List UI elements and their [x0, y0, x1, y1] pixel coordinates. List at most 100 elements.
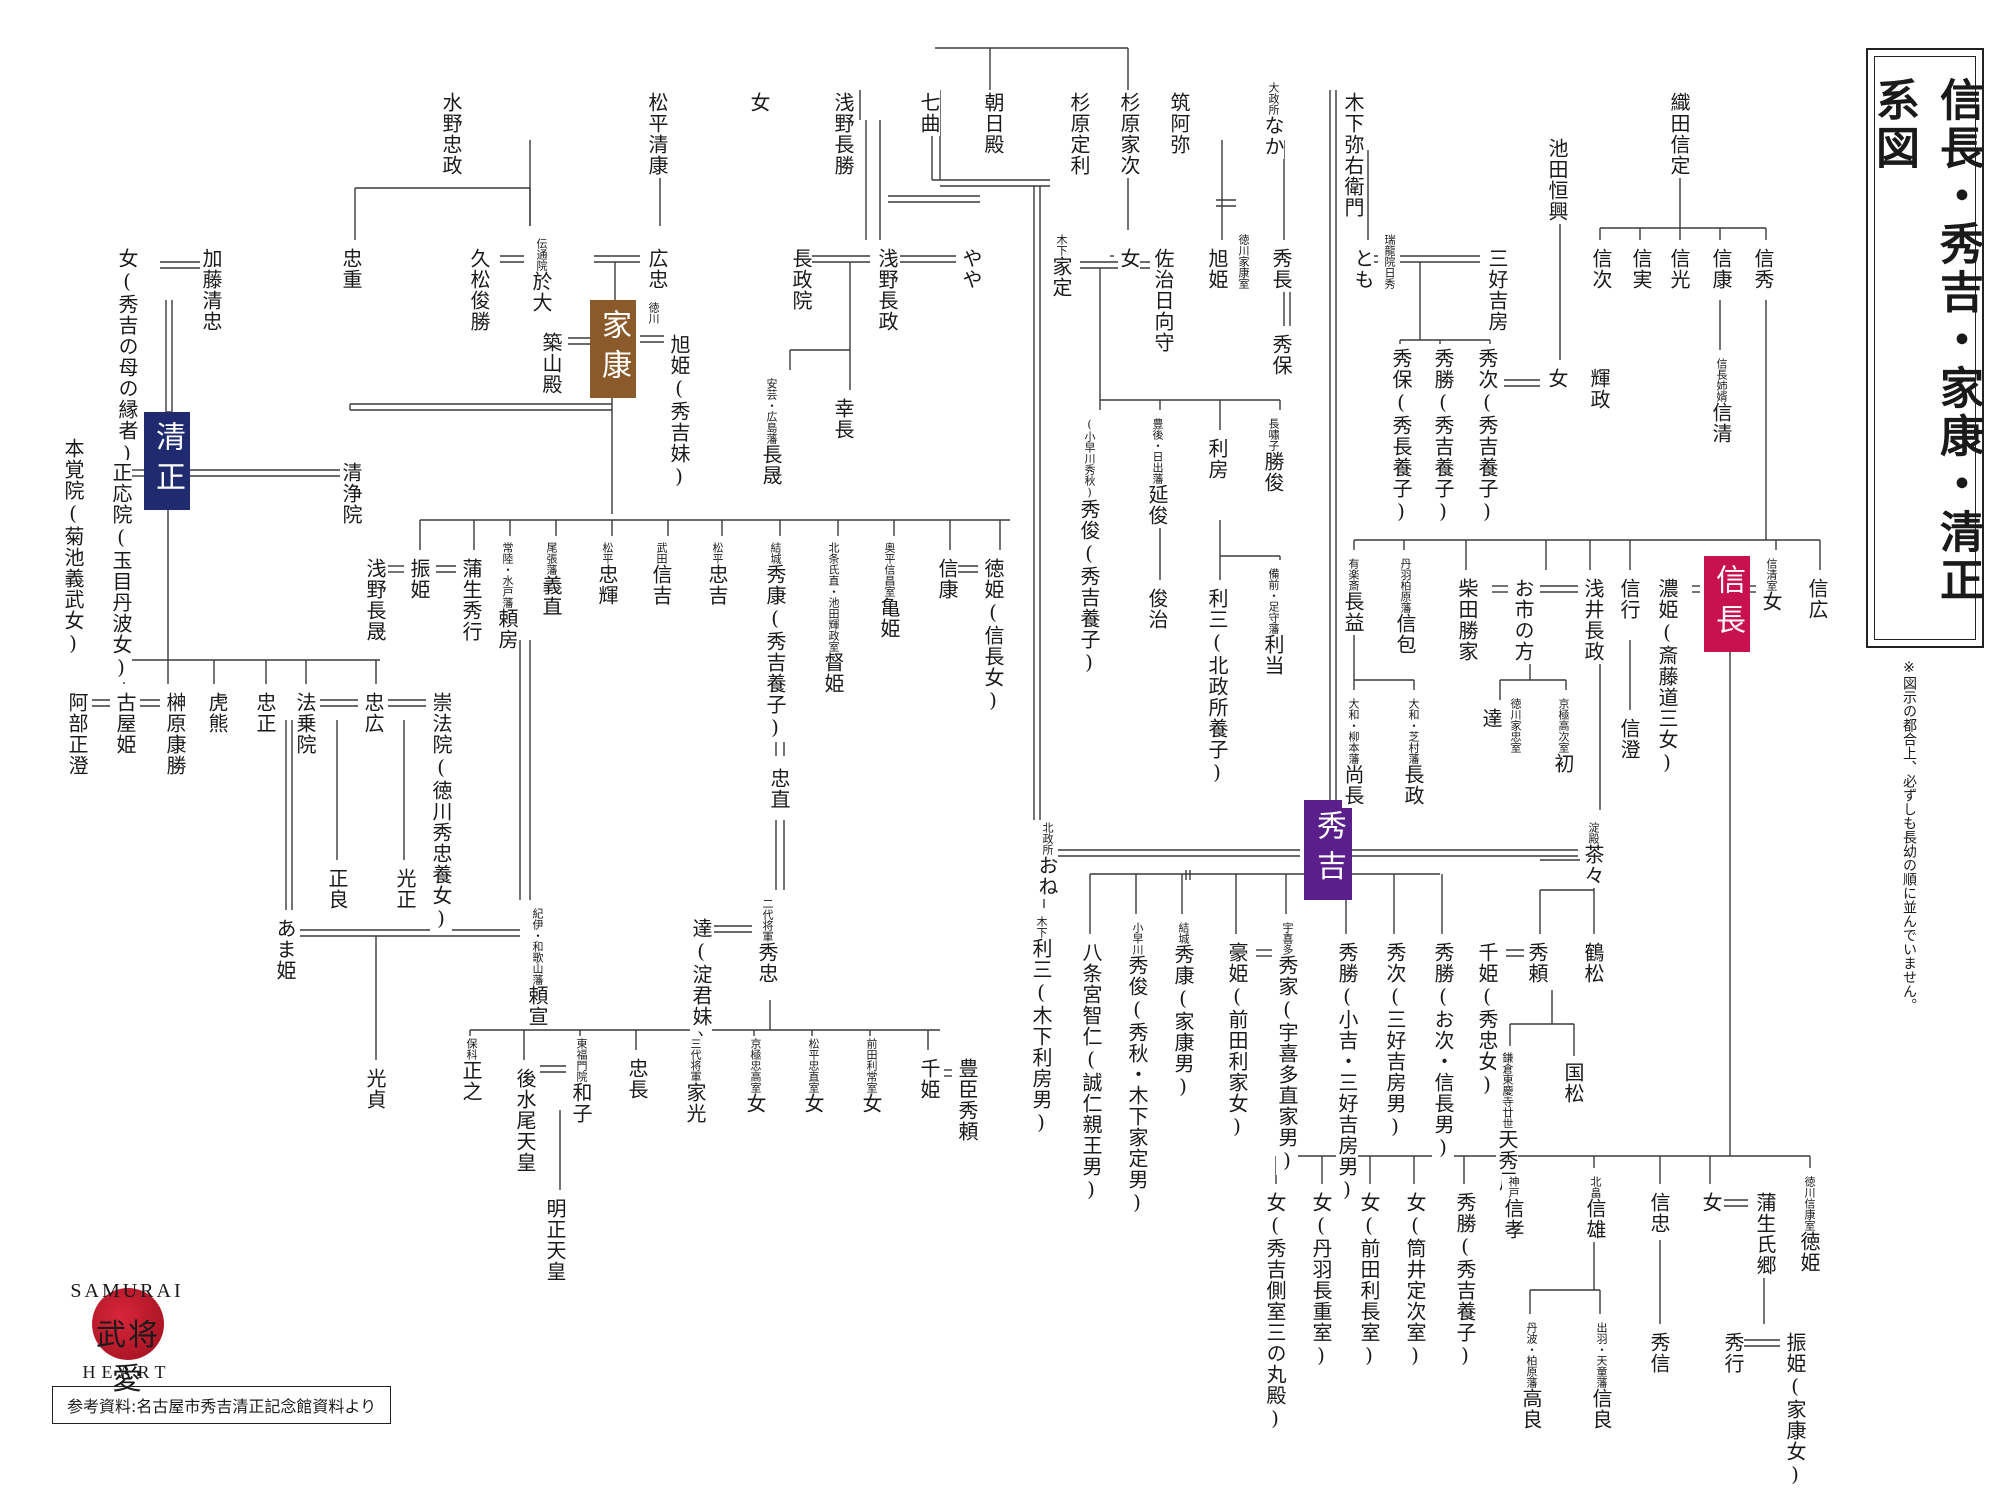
node-name: 亀姫: [877, 597, 901, 639]
node-name: 鶴松: [1581, 942, 1605, 984]
node-nobuyoshi: 武田信吉: [649, 540, 673, 608]
node-name: 秀行: [1721, 1332, 1745, 1374]
node-nobuyuki: 信行: [1617, 576, 1641, 622]
node-caption: 木下: [1035, 916, 1048, 938]
node-sakakibara: 榊原康勝: [163, 690, 187, 778]
node-name: 秀勝(お次・信長男): [1431, 942, 1455, 1160]
node-senhime: 千姫: [917, 1056, 941, 1102]
node-hidekatsu-miyoshi: 秀勝(秀吉養子): [1431, 346, 1455, 526]
node-name: 旭姫(秀吉妹): [667, 334, 691, 489]
node-hidenaga: 秀長: [1269, 246, 1293, 292]
node-name: 浅井長政: [1581, 578, 1605, 662]
node-name: 信康: [1709, 248, 1733, 290]
node-meisho: 明正天皇: [543, 1196, 567, 1284]
node-nobukane: 丹羽柏原藩信包: [1393, 556, 1417, 657]
node-name: 正良: [325, 868, 349, 910]
node-name: 信孝: [1501, 1198, 1525, 1240]
node-name: 利当: [1261, 634, 1285, 676]
node-name: 信清: [1709, 402, 1733, 444]
node-caption: 丹羽柏原藩: [1399, 558, 1412, 613]
node-name: 徳姫: [1797, 1231, 1821, 1273]
node-name: 長晟: [759, 444, 783, 486]
node-caption: 奥平信昌室: [883, 542, 896, 597]
node-name: 利三(北政所養子): [1205, 588, 1229, 785]
node-oichi: お市の方: [1511, 576, 1535, 664]
node-name: 杉原定利: [1067, 92, 1091, 176]
node-nobutada: 信忠: [1647, 1190, 1671, 1236]
node-masayuki: 保科正之: [459, 1036, 483, 1104]
node-caption: 信清室: [1765, 558, 1778, 591]
node-toshimasa: 備前・足守藩利当: [1261, 566, 1285, 678]
node-name: 三好吉房: [1485, 248, 1509, 332]
node-sato: 佐治日向守: [1151, 246, 1175, 355]
node-tadahiro: 忠広: [361, 690, 385, 736]
node-name: 女(筒井定次室): [1403, 1192, 1427, 1368]
node-name: 秀保(秀長養子): [1389, 348, 1413, 524]
node-abe-masazumi: 阿部正澄: [65, 690, 89, 778]
node-tokuhime-nobu: 徳姫(信長女): [981, 556, 1005, 715]
node-asano-nagaakira: 浅野長晟: [363, 556, 387, 644]
node-caption: 二代将軍: [761, 898, 774, 942]
node-tokugawa-hidetada-shitsu: 徳川家忠室: [1504, 696, 1526, 755]
title-box: 信長・秀吉・家康・清正系図: [1866, 48, 1984, 648]
node-hidetsugu: 秀次(秀吉養子): [1475, 346, 1499, 526]
node-tadateru: 松平忠輝: [595, 540, 619, 608]
node-name: 忠広: [361, 692, 385, 734]
node-name: 正応院(玉目丹波女): [109, 462, 133, 680]
node-furihime2: 振姫(家康女): [1783, 1330, 1807, 1489]
node-nobuhide: 信秀: [1751, 246, 1775, 292]
node-katsutoshi: 長嘯子勝俊: [1261, 416, 1285, 495]
node-caption: 大和・柳本藩: [1347, 698, 1360, 764]
node-ikeda-tsuneoki: 池田恒興: [1545, 136, 1569, 224]
node-name: 忠輝: [595, 564, 619, 606]
node-name: 崇法院(徳川秀忠養女): [429, 692, 453, 931]
node-caption: 徳川: [647, 302, 660, 324]
node-mizuno-tadamasa: 水野忠政: [439, 90, 463, 178]
node-name: 松平清康: [645, 92, 669, 176]
node-name: 達: [1479, 708, 1503, 729]
node-chouseiin: 長政院: [789, 246, 813, 313]
node-caption: 尾張藩: [545, 542, 558, 575]
node-onna-ikeda: 女: [1545, 366, 1569, 391]
node-name: 信澄: [1617, 718, 1641, 760]
node-name: 秀俊(秀吉養子): [1077, 499, 1101, 675]
node-name: 正之: [459, 1060, 483, 1102]
node-nobutoshi: 豊後・日出藩延俊: [1145, 416, 1169, 528]
highlight-ieyasu-label: 家康: [596, 309, 631, 389]
node-gohime: 豪姫(前田利家女): [1225, 940, 1249, 1141]
node-caption: 大政所: [1267, 82, 1280, 115]
node-onna-niwa: 女(丹羽長重室): [1309, 1190, 1333, 1370]
node-name: 広忠: [645, 248, 669, 290]
node-asahi-hime: 旭姫: [1205, 246, 1229, 292]
node-name: 加藤清忠: [199, 248, 223, 332]
node-name: 千姫(秀忠女): [1475, 942, 1499, 1097]
node-name: 達(淀君妹): [689, 918, 713, 1052]
node-name: 勝俊: [1261, 451, 1285, 493]
node-name: 木下弥右衛門: [1341, 92, 1365, 218]
node-name: 女: [747, 92, 771, 113]
node-name: 蒲生秀行: [459, 558, 483, 642]
node-caption: 松平: [601, 542, 614, 564]
node-caption: 前田利常室: [865, 1038, 878, 1093]
node-name: 女: [1545, 368, 1569, 389]
node-name: 秀忠: [755, 942, 779, 984]
node-nagamasa-shiba: 大和・芝村藩長政: [1401, 696, 1425, 808]
node-name: 茶々: [1581, 844, 1605, 886]
node-name: 女(丹羽長重室): [1309, 1192, 1333, 1368]
node-hideyuki2: 秀行: [1721, 1330, 1745, 1376]
node-name: 長益: [1341, 591, 1365, 633]
node-hachijo: 八条宮智仁(誠仁親王男): [1079, 940, 1103, 1204]
node-name: とも: [1351, 248, 1375, 290]
node-asahi: 旭姫(秀吉妹): [667, 332, 691, 491]
node-name: 女: [743, 1093, 767, 1114]
node-name: 家定: [1049, 256, 1073, 298]
node-yorifusa: 常陸・水戸藩頼房: [495, 540, 519, 652]
node-caption: 常陸・水戸藩: [501, 542, 514, 608]
node-kinoshita-yaemon: 木下弥右衛門: [1341, 90, 1365, 220]
node-name: 信包: [1393, 613, 1417, 655]
node-name: 八条宮智仁(誠仁親王男): [1079, 942, 1103, 1202]
node-caption: 信長姉婿: [1715, 358, 1728, 402]
node-name: 信良: [1589, 1388, 1613, 1430]
node-name: 杉原家次: [1117, 92, 1141, 176]
node-chikuami: 筑阿弥: [1167, 90, 1191, 157]
